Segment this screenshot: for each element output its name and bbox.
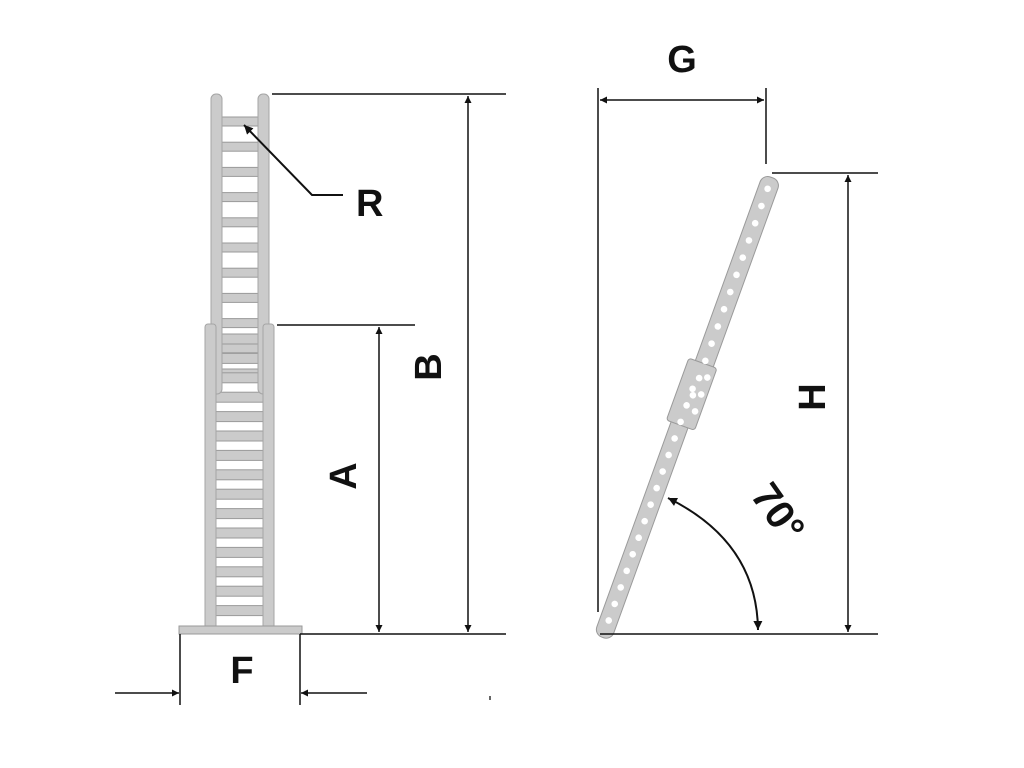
ladder-rung [213, 411, 266, 423]
rung-hole [623, 567, 630, 575]
label-a: A [323, 462, 365, 489]
ladder-rung [213, 527, 266, 539]
ladder-rung [219, 292, 261, 303]
side-rung-holes [605, 185, 771, 624]
rung-hole [726, 288, 734, 296]
rung-hole [751, 219, 759, 227]
front-view-ladder [178, 93, 303, 635]
ladder-rung [213, 488, 266, 500]
ladder-rung [219, 166, 261, 177]
rung-hole [733, 271, 740, 279]
rung-hole [671, 435, 678, 442]
rung-hole [704, 374, 711, 381]
ladder-rung [219, 217, 261, 228]
rung-hole [617, 584, 625, 591]
ladder-rung [219, 141, 261, 152]
rung-hole [683, 402, 690, 409]
rung-hole [659, 468, 666, 475]
rung-hole [695, 374, 703, 382]
rung-hole [689, 391, 697, 399]
ladder-rung [219, 343, 261, 354]
rung-hole [689, 385, 696, 393]
rung-hole [665, 451, 672, 459]
ladder-rung [213, 566, 266, 578]
ladder-rung [213, 469, 266, 481]
dimension-h: H [772, 172, 878, 632]
angle-arc [667, 497, 763, 631]
rung-hole [764, 185, 771, 193]
label-r: R [356, 183, 383, 225]
rung-hole [714, 323, 722, 330]
ladder-rung [213, 605, 266, 617]
label-f: F [230, 650, 253, 692]
ladder-rung [219, 192, 261, 203]
label-h: H [792, 383, 834, 410]
label-g: G [667, 39, 697, 81]
lower-right-rail [262, 323, 275, 632]
label-angle: 70° [742, 475, 813, 550]
ladder-rung [213, 391, 266, 403]
side-view-ladder [595, 176, 779, 639]
dimension-g: G [597, 39, 767, 612]
rung-hole [739, 254, 747, 261]
rung-hole [720, 305, 728, 313]
rung-hole [677, 418, 684, 426]
rung-hole [745, 237, 753, 244]
rung-hole [653, 484, 660, 492]
ladder-rung [219, 267, 261, 278]
rung-hole [647, 501, 654, 508]
ladder-rung [213, 546, 266, 558]
rung-indicator-r: R [243, 124, 383, 225]
rung-hole [758, 202, 765, 210]
angle-indicator: 70° [667, 475, 813, 631]
rung-hole [697, 391, 705, 398]
ladder-rung [219, 116, 261, 127]
label-b: B [408, 353, 450, 380]
ladder-rung [213, 449, 266, 461]
dimension-b: B [272, 93, 506, 632]
rung-hole [708, 340, 715, 347]
rung-hole [702, 357, 709, 365]
ladder-rung [213, 430, 266, 442]
rung-hole [629, 550, 636, 558]
ladder-rung [219, 318, 261, 329]
ladder-foot-bar [178, 625, 303, 635]
lower-left-rail [204, 323, 217, 632]
rung-hole [641, 517, 648, 525]
ladder-rung [213, 585, 266, 597]
rung-hole [605, 617, 613, 624]
r-leader-line [243, 124, 343, 196]
ladder-rung [219, 242, 261, 253]
dimension-f: F [115, 634, 367, 705]
ladder-rung [213, 508, 266, 520]
rung-hole [611, 600, 619, 608]
dimension-a: A [277, 324, 415, 632]
rung-hole [691, 408, 699, 415]
rung-hole [635, 534, 642, 542]
